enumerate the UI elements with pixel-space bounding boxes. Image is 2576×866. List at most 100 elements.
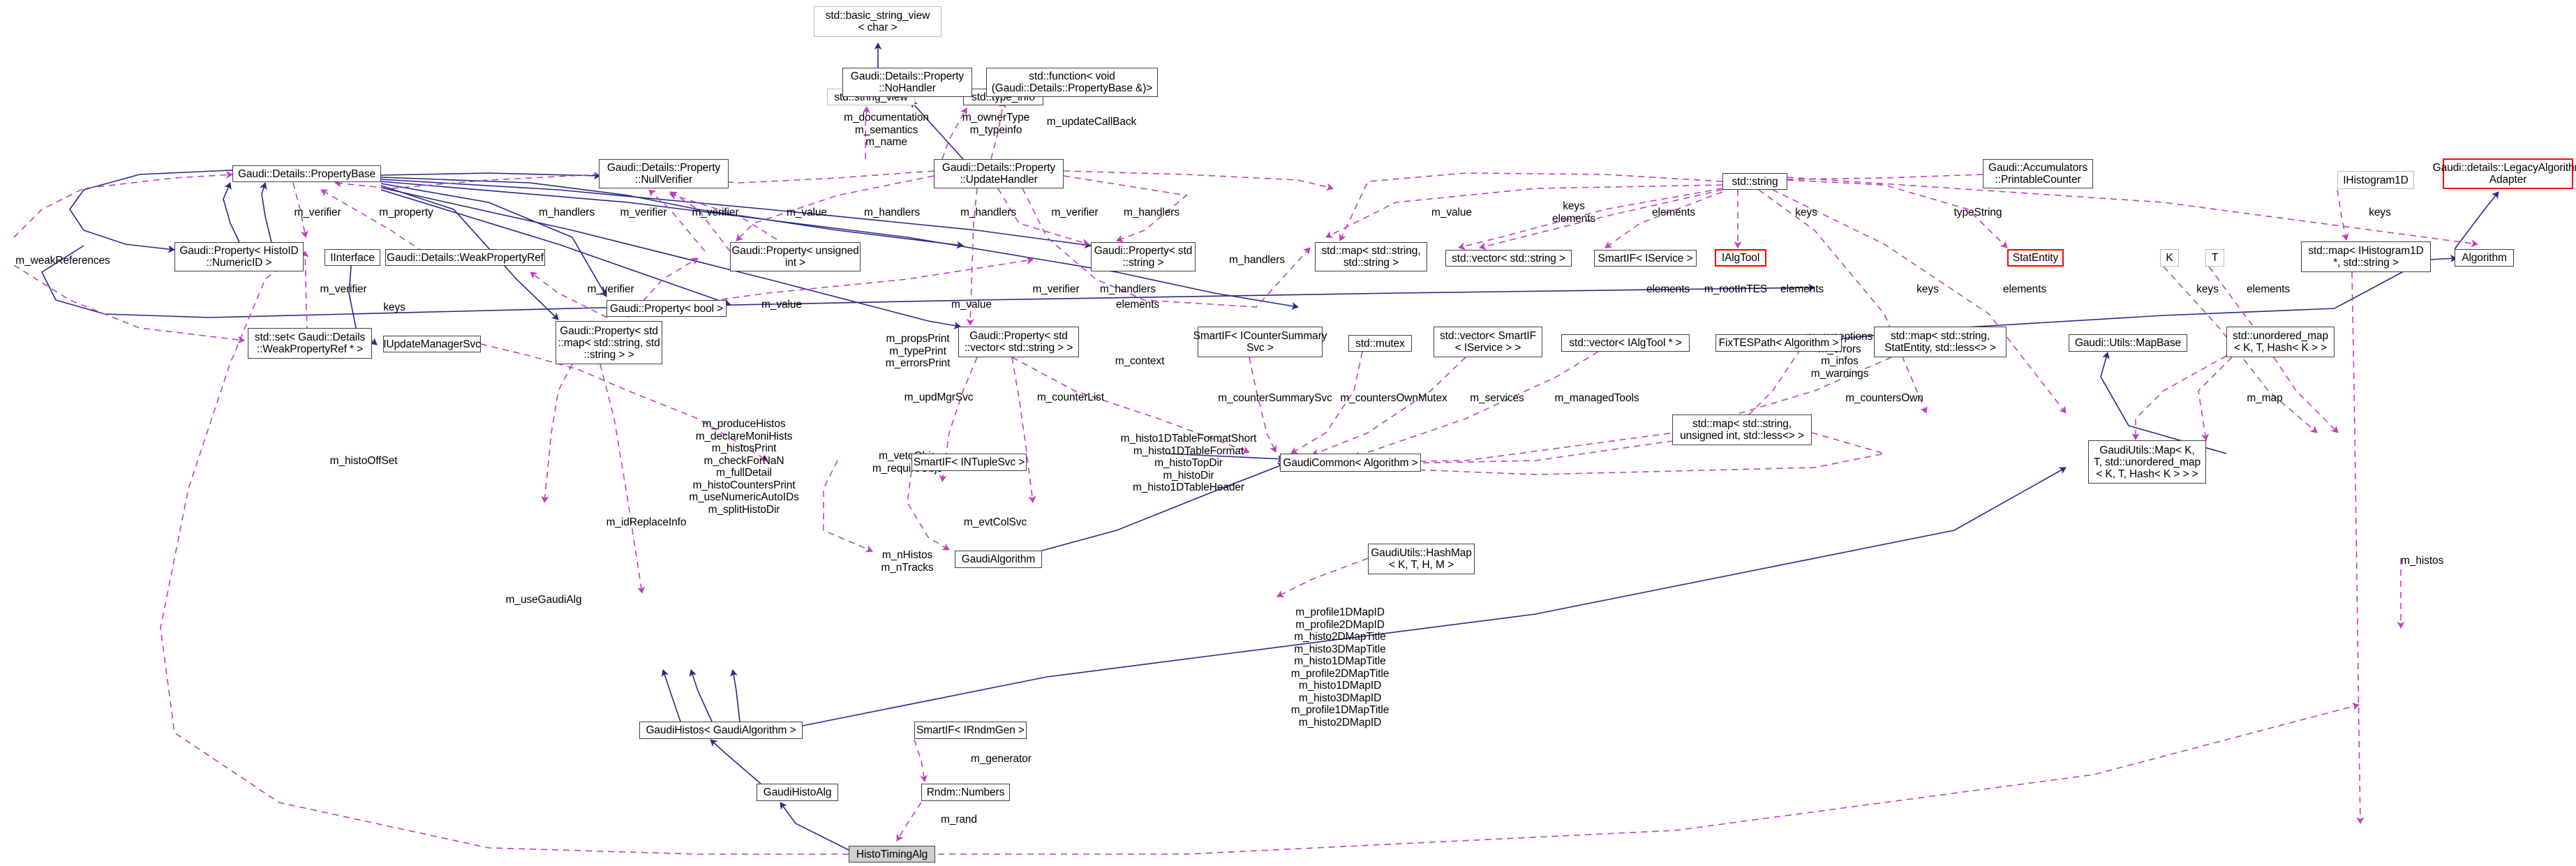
- class-node-vector_ialgtool[interactable]: std::vector< IAlgTool * >: [1561, 334, 1690, 352]
- edge-label-l_elements3: elements: [1780, 283, 1824, 295]
- edge-label-l_verifier2: m_verifier: [620, 207, 667, 218]
- class-node-gaudiutils_map[interactable]: GaudiUtils::Map< K, T, std::unordered_ma…: [2088, 440, 2206, 484]
- edge-label-l_value4: m_value: [951, 299, 992, 311]
- edge-label-l_rootintes: m_rootInTES: [1704, 283, 1768, 295]
- edge-label-l_typestring: typeString: [1953, 207, 2002, 218]
- edge-label-l_value1: m_value: [787, 207, 827, 218]
- edge-label-l_keys4: keys: [2196, 283, 2219, 295]
- edge-label-l_weakreferences: m_weakReferences: [15, 255, 110, 267]
- edge-label-l_elements5: elements: [2246, 283, 2291, 295]
- class-node-prop_histoid[interactable]: Gaudi::Property< HistoID ::NumericID >: [174, 242, 304, 271]
- class-node-unordered_map[interactable]: std::unordered_map < K, T, Hash< K > >: [2226, 327, 2335, 357]
- edge-label-l_value3: m_value: [761, 299, 802, 311]
- class-node-propertybase[interactable]: Gaudi::Details::PropertyBase: [232, 165, 381, 182]
- edge-label-l_nhistos: m_nHistos m_nTracks: [881, 549, 934, 574]
- class-node-std_string[interactable]: std::string: [1722, 173, 1787, 190]
- class-node-nullverifier[interactable]: Gaudi::Details::Property ::NullVerifier: [599, 159, 729, 188]
- edge-label-l_generator: m_generator: [971, 753, 1032, 765]
- edge-label-l_handlers2: m_handlers: [864, 207, 920, 218]
- edge-label-l_value2: m_value: [1431, 207, 1472, 218]
- edge-label-l_keys2: keys: [2369, 207, 2391, 218]
- edge-label-l_keys_elements: keys elements: [1551, 200, 1596, 225]
- edge-label-l_usegaudialg: m_useGaudiAlg: [505, 594, 582, 606]
- edge-label-l_handlers5: m_handlers: [1229, 254, 1285, 266]
- class-node-gaudihistos_gaudialg[interactable]: GaudiHistos< GaudiAlgorithm >: [639, 722, 803, 739]
- edge-label-l_verifier7: m_verifier: [1032, 283, 1080, 295]
- edge-label-l_map: m_map: [2247, 392, 2283, 404]
- edge-label-l_elements4: elements: [2002, 283, 2047, 295]
- class-node-smartif_iservice[interactable]: SmartIF< IService >: [1594, 250, 1697, 267]
- edge-label-l_handlers1: m_handlers: [539, 207, 595, 218]
- class-node-prop_string[interactable]: Gaudi::Property< std ::string >: [1091, 242, 1196, 271]
- class-node-map_statentity[interactable]: std::map< std::string, StatEntity, std::…: [1874, 327, 2007, 357]
- class-node-weakpropertyref[interactable]: Gaudi::Details::WeakPropertyRef: [385, 249, 545, 266]
- edge-label-l_profile1dmapid: m_profile1DMapID m_profile2DMapID m_hist…: [1290, 606, 1390, 729]
- class-node-fixtespath[interactable]: FixTESPath< Algorithm >: [1715, 334, 1842, 352]
- class-node-map_string_string[interactable]: std::map< std::string, std::string >: [1315, 242, 1427, 271]
- class-node-K_box[interactable]: K: [2160, 249, 2179, 267]
- edge-label-l_verifier6: m_verifier: [587, 283, 634, 295]
- class-node-gaudiutils_hashmap[interactable]: GaudiUtils::HashMap < K, T, H, M >: [1368, 544, 1475, 574]
- class-node-iinterface[interactable]: IInterface: [325, 249, 380, 266]
- class-node-rndm_numbers[interactable]: Rndm::Numbers: [921, 784, 1010, 801]
- class-node-smartif_intuplesvc[interactable]: SmartIF< INTupleSvc >: [911, 454, 1027, 471]
- edge-label-l_elements6: elements: [1115, 299, 1160, 311]
- class-node-basic_string_view[interactable]: std::basic_string_view < char >: [814, 6, 941, 37]
- class-node-std_mutex[interactable]: std::mutex: [1348, 335, 1412, 352]
- edge-label-l_rand: m_rand: [941, 814, 977, 826]
- edge-label-l_handlers3: m_handlers: [960, 207, 1016, 218]
- edge-label-l_evtcolsvc: m_evtColSvc: [963, 516, 1027, 528]
- class-node-gaudialgorithm[interactable]: GaudiAlgorithm: [955, 551, 1042, 568]
- edge-label-l_verifier5: m_verifier: [320, 283, 367, 295]
- edge-label-l_context: m_context: [1115, 355, 1165, 367]
- class-node-set_weakprop[interactable]: std::set< Gaudi::Details ::WeakPropertyR…: [248, 328, 372, 359]
- class-node-prop_vec_string[interactable]: Gaudi::Property< std ::vector< std::stri…: [958, 327, 1079, 357]
- class-node-updatehandler[interactable]: Gaudi::Details::Property ::UpdateHandler: [934, 159, 1064, 188]
- class-node-ihistogram1d[interactable]: IHistogram1D: [2337, 171, 2414, 189]
- class-node-vector_smartif_iservice[interactable]: std::vector< SmartIF < IService > >: [1434, 327, 1542, 357]
- edge-label-l_countersown: m_countersOwn: [1845, 392, 1923, 404]
- class-node-ialgtool[interactable]: IAlgTool: [1715, 249, 1766, 267]
- edge-label-l_ownertype: m_ownerType m_typeinfo: [962, 112, 1030, 136]
- edge-label-l_handlers6: m_handlers: [1100, 283, 1156, 295]
- edge-label-l_producehistos: m_produceHistos m_declareMoniHists m_his…: [689, 418, 799, 516]
- class-node-mapbase[interactable]: Gaudi::Utils::MapBase: [2069, 334, 2187, 352]
- class-node-gaudicommon_alg[interactable]: GaudiCommon< Algorithm >: [1280, 454, 1421, 472]
- edge-label-l_documentation: m_documentation m_semantics m_name: [844, 112, 929, 148]
- edge-label-l_updmgrsvc: m_updMgrSvc: [904, 391, 974, 403]
- class-node-map_ihisto[interactable]: std::map< IHistogram1D *, std::string >: [2301, 241, 2431, 272]
- class-node-gaudihistoalg[interactable]: GaudiHistoAlg: [757, 784, 838, 801]
- class-node-map_string_uint[interactable]: std::map< std::string, unsigned int, std…: [1672, 415, 1812, 445]
- edge-label-l_histo1dtableformat: m_histo1DTableFormatShort m_histo1DTable…: [1120, 433, 1257, 493]
- edge-label-l_verifier3: m_verifier: [692, 207, 739, 218]
- edge-label-l_idreplaceinfo: m_idReplaceInfo: [606, 516, 687, 528]
- class-node-statentity[interactable]: StatEntity: [2007, 249, 2064, 267]
- class-node-smartif_irndmgen[interactable]: SmartIF< IRndmGen >: [914, 722, 1027, 739]
- edge-label-l_property1: m_property: [379, 207, 433, 218]
- edge-label-l_histooffset: m_histoOffSet: [329, 455, 398, 467]
- class-node-histotimingalg[interactable]: HistoTimingAlg: [849, 846, 935, 863]
- class-node-std_function[interactable]: std::function< void (Gaudi::Details::Pro…: [986, 68, 1158, 97]
- class-node-legacy_adapter[interactable]: Gaudi::details::LegacyAlgorithm Adapter: [2433, 158, 2576, 189]
- edge-label-l_keys3: keys: [1916, 283, 1939, 295]
- class-node-vector_string[interactable]: std::vector< std::string >: [1445, 250, 1572, 267]
- class-node-algorithm[interactable]: Algorithm: [2455, 249, 2514, 267]
- edge-label-l_handlers4: m_handlers: [1124, 207, 1179, 218]
- class-node-prop_uint[interactable]: Gaudi::Property< unsigned int >: [730, 242, 861, 271]
- class-node-prop_map_ss[interactable]: Gaudi::Property< std ::map< std::string,…: [556, 321, 662, 364]
- edge-label-l_counterlist: m_counterList: [1036, 391, 1105, 403]
- class-node-iupdatemanagersvc[interactable]: IUpdateManagerSvc: [383, 336, 481, 352]
- class-node-T_box[interactable]: T: [2205, 249, 2224, 267]
- edge-label-l_countersownmutex: m_countersOwnMutex: [1340, 392, 1447, 404]
- edge-label-l_countersummarysvc: m_counterSummarySvc: [1218, 392, 1332, 404]
- edge-label-l_elements2: elements: [1646, 283, 1690, 295]
- edge-label-l_propsprint: m_propsPrint m_typePrint m_errorsPrint: [885, 333, 951, 369]
- class-node-smartif_counter_summary[interactable]: SmartIF< ICounterSummary Svc >: [1193, 327, 1327, 357]
- class-node-printable_counter[interactable]: Gaudi::Accumulators ::PrintableCounter: [1983, 159, 2093, 188]
- class-node-nohandler[interactable]: Gaudi::Details::Property ::NoHandler: [842, 68, 972, 97]
- edge-label-l_services: m_services: [1470, 392, 1524, 404]
- class-node-prop_bool[interactable]: Gaudi::Property< bool >: [606, 300, 727, 317]
- edge-label-l_elements1: elements: [1651, 207, 1696, 218]
